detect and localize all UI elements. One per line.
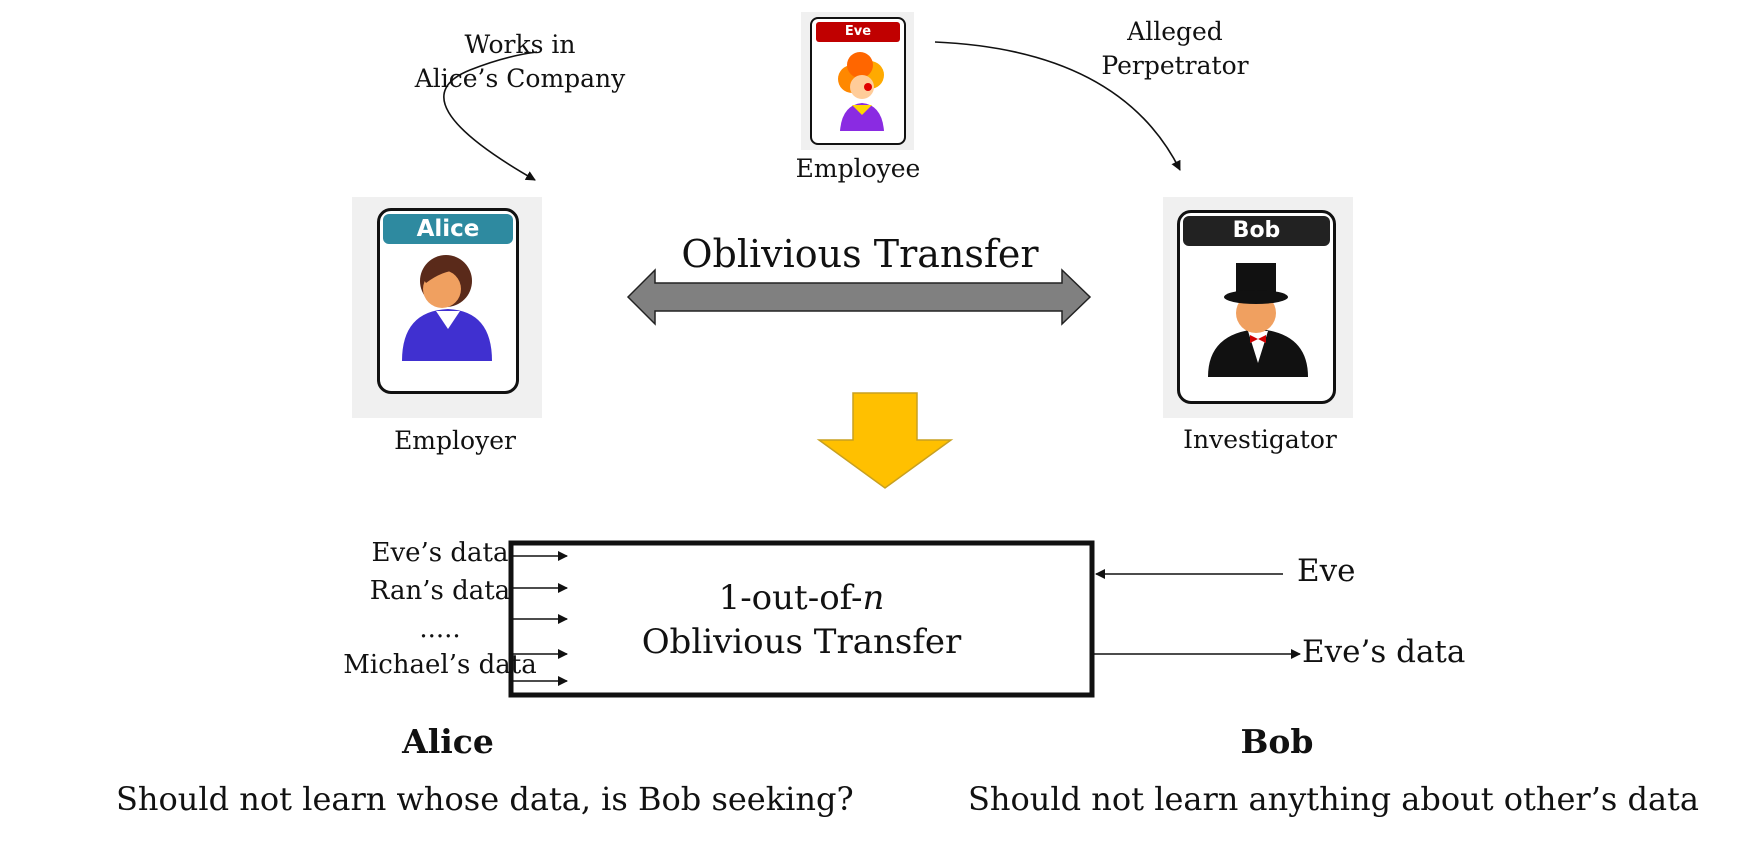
bob-requirement: Should not learn anything about other’s … [968, 780, 1699, 818]
alice-requirement: Should not learn whose data, is Bob seek… [116, 780, 854, 818]
employee-to-employer-arrow [443, 51, 538, 181]
down-arrow [816, 392, 954, 489]
input-label: Ran’s data [369, 576, 511, 606]
alice-name: Alice [402, 722, 494, 761]
bob-name: Bob [1240, 722, 1314, 761]
alleged-line1: Alleged [1127, 17, 1223, 46]
gentleman-icon [1208, 263, 1308, 377]
investigator-caption: Investigator [1183, 425, 1337, 454]
output-label: Eve’s data [1302, 634, 1466, 670]
employee-card: Eve [801, 12, 914, 150]
ot-box-title: 1-out-of-n Oblivious Transfer [516, 576, 1087, 664]
input-label: Eve’s data [371, 538, 509, 568]
employer-card: Alice [352, 197, 542, 418]
works-in-line2: Alice’s Company [414, 64, 626, 93]
input-label: ..... [419, 614, 461, 644]
employee-to-investigator-arrow [934, 41, 1181, 171]
query-label: Eve [1297, 553, 1356, 589]
employer-caption: Employer [394, 426, 516, 455]
woman-icon [402, 255, 492, 361]
investigator-card-banner: Bob [1183, 216, 1330, 246]
investigator-card: Bob [1163, 197, 1353, 418]
employee-caption: Employee [795, 154, 921, 183]
ot-box-line1: 1-out-of-n [718, 578, 885, 618]
works-in-line1: Works in [464, 30, 576, 59]
clown-icon [838, 52, 884, 131]
employer-card-banner: Alice [383, 214, 513, 244]
employee-card-banner: Eve [816, 22, 900, 42]
alleged-line2: Perpetrator [1101, 51, 1249, 80]
input-label: Michael’s data [343, 650, 537, 680]
works-in-label: Works in Alice’s Company [405, 28, 635, 96]
alleged-perpetrator-label: Alleged Perpetrator [1090, 15, 1260, 83]
ot-box-line2: Oblivious Transfer [641, 622, 962, 662]
oblivious-transfer-double-arrow [626, 268, 1092, 326]
oblivious-transfer-label: Oblivious Transfer [681, 232, 1039, 276]
